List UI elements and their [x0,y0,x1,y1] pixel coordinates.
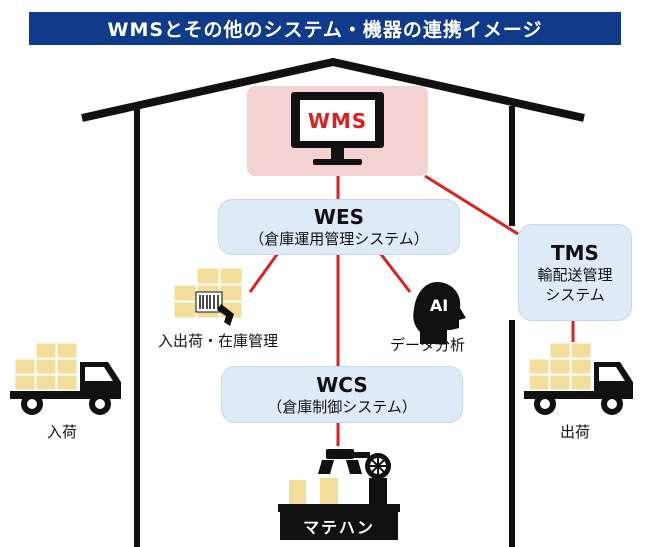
connector-wms-tms [424,174,519,236]
tms-subtitle-line2: システム [545,285,605,304]
outbound-truck-icon [524,342,633,415]
monitor-stand [331,148,344,160]
wcs-title: WCS [316,372,368,397]
connector-wes-inventory [248,252,280,293]
monitor-base [313,159,362,165]
material-handling-label: マテハン [280,512,398,540]
ai-label: AI [429,296,449,315]
tms-title: TMS [551,240,599,265]
tms-subtitle-line1: 輸配送管理 [537,265,613,284]
inventory-label: 入出荷・在庫管理 [158,332,279,350]
connector-lines [248,174,575,446]
wms-screen-label: WMS [300,100,375,141]
inbound-label: 入荷 [47,423,78,441]
inventory-icon [173,267,243,326]
data-analysis-label: データ分析 [390,336,466,354]
outbound-label: 出荷 [560,423,591,441]
house-roof [81,57,585,122]
wcs-subtitle: （倉庫制御システム） [267,397,417,416]
monitor-screen [300,100,375,141]
wms-label: WMS [307,108,368,133]
material-handling-robot-icon [278,449,400,512]
wes-title: WES [313,205,365,229]
wes-subtitle: （倉庫運用管理システム） [249,230,429,248]
wes-box: WES （倉庫運用管理システム） [218,199,460,255]
tms-box: TMS 輸配送管理 システム [518,224,632,321]
ai-head-icon [413,282,466,344]
connector-wes-ai [378,252,412,293]
diagram-title: WMSとその他のシステム・機器の連携イメージ [29,12,621,45]
wcs-box: WCS （倉庫制御システム） [221,366,463,423]
inbound-truck-icon [10,342,121,415]
